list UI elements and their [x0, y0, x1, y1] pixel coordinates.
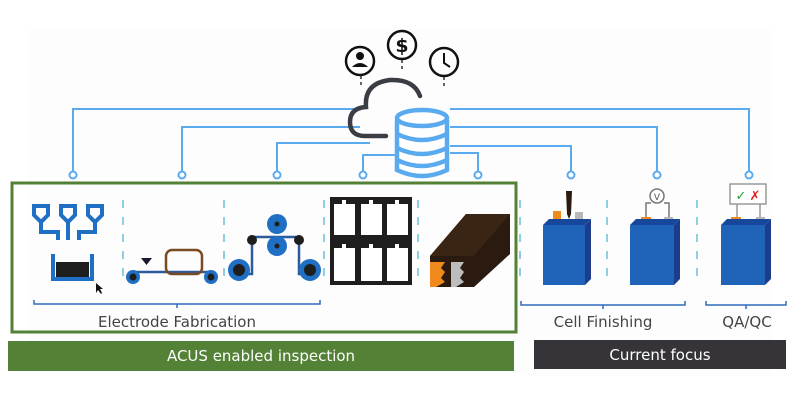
voltmeter-symbol: V: [654, 193, 661, 203]
cell-finishing-label: Cell Finishing: [553, 313, 653, 331]
qa-bracket: [705, 301, 787, 309]
user-icon: [344, 45, 376, 88]
qa-qc-label: QA/QC: [722, 313, 772, 331]
connector-8: [450, 108, 750, 171]
mixing-hoppers-icon: [32, 204, 104, 294]
cell-bracket: [520, 301, 686, 309]
current-focus-text: Current focus: [609, 345, 711, 364]
cell-welding-icon: [543, 191, 591, 285]
electrode-fabrication-label: Electrode Fabrication: [97, 313, 256, 331]
acus-inspection-banner: ACUS enabled inspection: [8, 341, 514, 371]
database-icon: [394, 107, 450, 179]
cloud-icon: [347, 77, 423, 139]
electrode-sheets-icon: [330, 197, 412, 285]
svg-text:$: $: [395, 35, 408, 57]
connector-3: [276, 142, 370, 171]
dollar-icon: $: [386, 29, 418, 72]
clock-icon: [428, 46, 460, 88]
acus-inspection-text: ACUS enabled inspection: [166, 347, 356, 365]
check-mark: ✓: [736, 189, 747, 204]
electrode-stack-icon: [430, 214, 510, 287]
step-dividers: [122, 200, 698, 285]
connector-4: [362, 154, 400, 171]
cross-mark: ✗: [750, 189, 761, 204]
connector-7: [450, 126, 658, 171]
connector-1: [72, 108, 360, 171]
cell-voltmeter-icon: V: [630, 188, 680, 285]
group-brackets: [33, 300, 787, 309]
electrode-fabrication-box: [10, 181, 518, 334]
connector-endpoints: [68, 170, 754, 180]
connector-5: [450, 152, 479, 171]
current-focus-banner: Current focus: [534, 340, 786, 369]
connector-2: [181, 126, 360, 171]
electrode-bracket: [33, 300, 321, 308]
coating-line-icon: [126, 248, 218, 284]
cell-qa-check-icon: ✓ ✗: [721, 183, 771, 285]
connector-lines: [72, 108, 750, 171]
connector-6: [450, 145, 572, 171]
calender-rollers-icon: [228, 214, 321, 281]
